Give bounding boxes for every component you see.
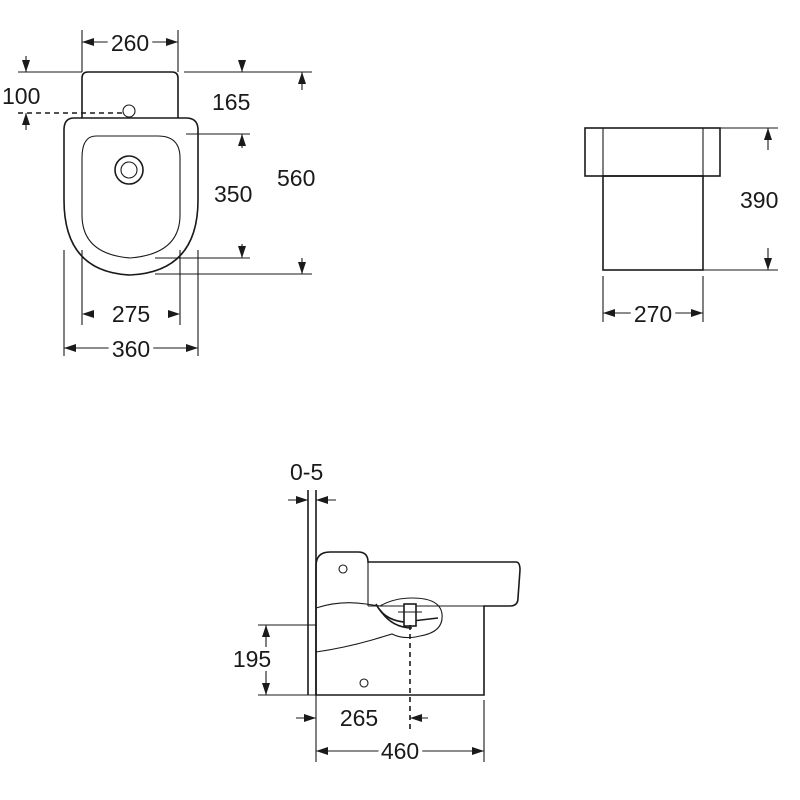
side-view: 0-5 195 265 460 xyxy=(229,459,521,768)
dim-offset-100: 100 xyxy=(2,83,40,109)
dim-inner-275: 275 xyxy=(112,301,150,327)
dim-outlet-195: 195 xyxy=(233,646,271,672)
top-view-inner-basin xyxy=(81,135,181,259)
top-view-back-block xyxy=(81,71,179,118)
top-view-drain-inner xyxy=(120,161,138,179)
front-view-upper-block xyxy=(584,127,721,177)
dim-outer-360: 360 xyxy=(112,336,150,362)
top-view: 260 100 165 350 560 275 xyxy=(2,26,315,366)
front-view-pedestal xyxy=(602,175,704,271)
top-view-tap-hole xyxy=(122,104,136,118)
top-view-drain-outer xyxy=(114,155,144,185)
side-view-outlet-spigot xyxy=(403,603,417,627)
dim-height-390: 390 xyxy=(740,187,778,213)
dim-depth-165: 165 xyxy=(212,89,250,115)
dim-top-260: 260 xyxy=(111,30,149,56)
dim-length-560: 560 xyxy=(277,165,315,191)
dim-bowl-350: 350 xyxy=(214,181,252,207)
side-view-outlet-channel xyxy=(315,597,443,653)
dim-gap-0-5: 0-5 xyxy=(290,459,323,485)
dim-depth-460: 460 xyxy=(381,738,419,764)
side-view-body xyxy=(315,551,521,696)
dim-outlet-265: 265 xyxy=(340,705,378,731)
front-view: 390 270 xyxy=(584,127,778,331)
dim-width-270: 270 xyxy=(634,301,672,327)
top-view-bowl-outline xyxy=(63,117,199,276)
